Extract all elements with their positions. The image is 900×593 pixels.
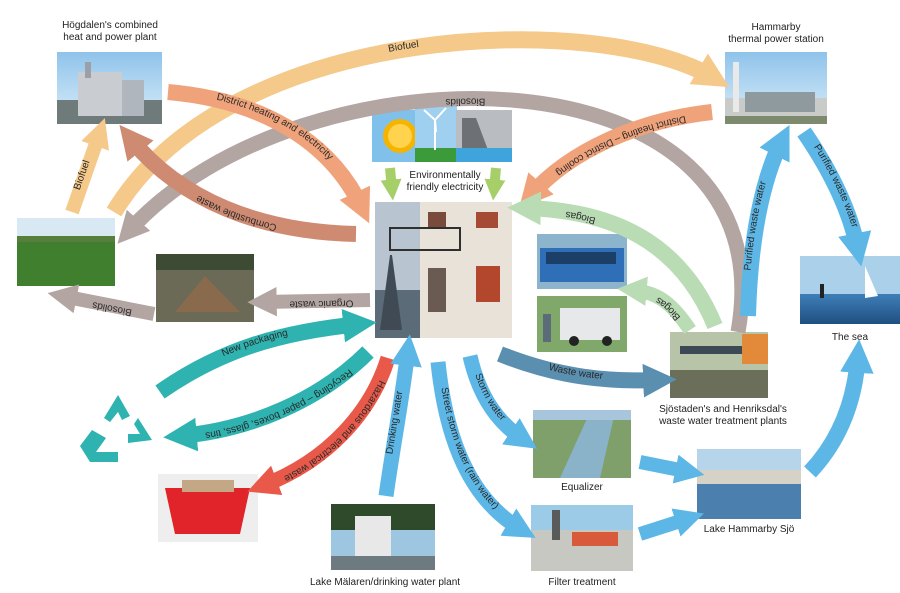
arrow-street-storm-water xyxy=(430,361,536,538)
hazardous-waste-box-image xyxy=(158,474,258,542)
arrow-combustible-waste xyxy=(119,124,357,242)
arrow-biosolids-top xyxy=(117,91,750,334)
arrow-biosolids-left xyxy=(47,284,156,321)
arrow-electricity-right xyxy=(484,167,506,201)
sea-image xyxy=(800,256,900,324)
label-sea: The sea xyxy=(831,332,869,343)
arrow-electricity-left xyxy=(380,167,402,201)
arrow-district-heating-cooling xyxy=(518,104,713,209)
arrow-biogas-2 xyxy=(617,276,696,334)
compost-image xyxy=(156,254,254,322)
field-image xyxy=(17,218,115,286)
biogas-bus-image xyxy=(537,234,627,289)
label-purified-waste-water-2: Purified waste water xyxy=(811,143,860,230)
recycle-icon xyxy=(80,395,152,462)
arrow-biofuel-top xyxy=(106,31,730,217)
arrow-purified-waste-water-1 xyxy=(740,124,790,317)
arrow-biofuel-left xyxy=(65,118,110,215)
label-biosolids-top: Biosolids xyxy=(445,96,485,108)
arrow-organic-waste xyxy=(247,287,371,317)
label-malaren: Lake Mälaren/drinking water plant xyxy=(309,577,461,588)
hammarby-station-image xyxy=(725,52,827,124)
apartment-building-image xyxy=(375,202,512,338)
label-hogdalen: Högdalen's combined heat and power plant xyxy=(62,20,158,43)
malaren-plant-image xyxy=(331,504,435,570)
arrow-purified-waste-water-2 xyxy=(797,127,872,267)
arrow-lake-to-sea xyxy=(804,339,874,478)
label-equalizer: Equalizer xyxy=(561,482,603,493)
hydro-dam-icon xyxy=(456,110,512,162)
lake-hammarby-image xyxy=(697,449,801,519)
arrow-district-heating-electricity xyxy=(167,84,371,224)
filter-treatment-image xyxy=(531,505,633,571)
arrow-new-packaging xyxy=(155,308,377,399)
treatment-plant-image xyxy=(670,332,768,398)
equalizer-image xyxy=(533,410,631,478)
label-combustible-waste: Combustible waste xyxy=(194,192,278,232)
label-filter-treatment: Filter treatment xyxy=(548,577,616,588)
label-organic-waste: Organic waste xyxy=(289,297,354,309)
label-treatment: Sjöstaden's and Henriksdal's waste water… xyxy=(659,404,787,427)
label-electricity: Environmentally friendly electricity xyxy=(406,170,484,193)
label-biofuel-top: Biofuel xyxy=(387,39,419,55)
biogas-car-image xyxy=(537,296,627,352)
arrow-hazardous-waste xyxy=(247,355,396,496)
arrow-waste-water xyxy=(497,346,677,398)
arrow-equalizer-to-lake xyxy=(638,454,705,484)
arrow-drinking-water xyxy=(378,334,422,498)
arrow-biogas-1 xyxy=(507,191,723,330)
arrow-storm-water xyxy=(462,354,538,449)
label-lake-hammarby: Lake Hammarby Sjö xyxy=(703,524,795,535)
arrow-recycling xyxy=(163,346,374,452)
label-hammarby: Hammarby thermal power station xyxy=(728,22,824,45)
arrow-filter-to-lake xyxy=(637,508,705,541)
hogdalen-plant-image xyxy=(57,52,162,124)
